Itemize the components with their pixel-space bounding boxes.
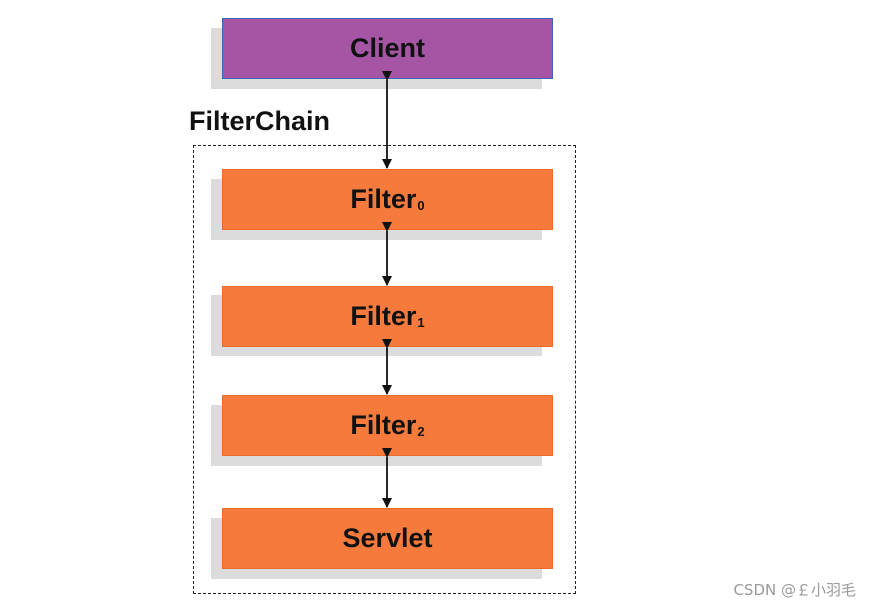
servlet-box: Servlet — [222, 508, 553, 569]
client-label: Client — [349, 33, 425, 63]
filter-0-label: Filter — [350, 184, 417, 214]
filter-2-subscript: 2 — [417, 424, 425, 439]
servlet-label: Servlet — [342, 523, 433, 553]
filter-1-label: Filter — [350, 301, 417, 331]
filter-2-label: Filter — [350, 410, 417, 440]
client-box: Client — [222, 18, 553, 79]
filter-chain-title: FilterChain — [189, 106, 331, 136]
filter-1-subscript: 1 — [417, 315, 425, 330]
filter-0-subscript: 0 — [417, 198, 425, 213]
watermark-text: CSDN @￡小羽毛 — [733, 581, 856, 599]
